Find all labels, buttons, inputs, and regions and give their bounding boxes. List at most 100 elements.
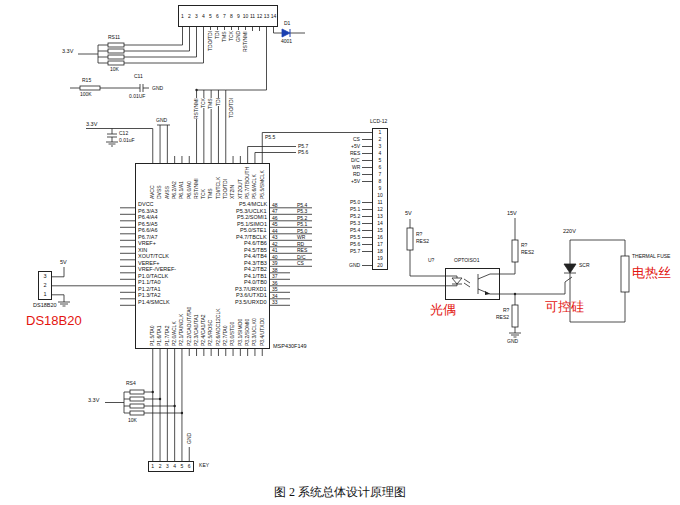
pin-number: 15: [373, 227, 387, 234]
pin-name: P4.1/TB1: [244, 274, 267, 280]
wire-connector: [52, 285, 135, 286]
pin-name: P6.6/A6: [138, 228, 158, 234]
net-label: P5.4: [297, 203, 307, 208]
signal-name: TMS: [208, 98, 213, 109]
mcu-left-pin-stubs: [120, 208, 135, 305]
wire-connector: [262, 133, 372, 164]
pin-name: P5.0/STE1: [240, 228, 267, 234]
ground-label: GND: [507, 339, 518, 344]
part-label: U?: [428, 258, 434, 263]
pin-number: 1: [39, 290, 51, 299]
mcu-bottom-wires: [105, 349, 262, 461]
resistor-symbol: [407, 228, 413, 250]
pin-number: 12: [256, 6, 263, 26]
pin-name: DVSS: [157, 185, 162, 199]
pin-number: 8: [228, 6, 235, 26]
value-label: 0.01UF: [129, 94, 145, 99]
signal-name: TMS: [222, 31, 227, 42]
pin-name: P1.6/TA1: [157, 326, 162, 346]
ground-label: GND: [187, 433, 192, 444]
net-label: WR: [352, 165, 360, 170]
signal-name: TCK: [229, 31, 234, 41]
pin-name: P3.7/URXD1: [235, 287, 267, 293]
resistor-symbol: [130, 411, 144, 415]
pin-name: P3.6/UTXD1: [236, 293, 267, 299]
pin-number: 9: [235, 6, 242, 26]
pin-name: P5.1/SIMO1: [237, 222, 267, 228]
resistor-symbol: [80, 86, 100, 90]
pin-name: P4.4/TB4: [244, 254, 267, 260]
pin-name: P2.3/CA0/TA1: [194, 314, 199, 346]
pin-number: 6: [373, 164, 387, 171]
pin-name: XT2IN: [230, 184, 235, 198]
pin-name: P4.6/TB6: [244, 241, 267, 247]
pin-number: 16: [373, 234, 387, 241]
pin-number: 6: [186, 462, 193, 471]
optocoupler-internals: [445, 274, 500, 294]
pin-name: P2.5/ROSC: [208, 320, 213, 346]
pin-number: 39: [272, 261, 278, 266]
pin-name: P5.4/MCLK: [239, 202, 267, 208]
pin-number: 9: [373, 185, 387, 192]
net-label: D/C: [351, 158, 360, 163]
diode-bar: [290, 29, 291, 37]
wire-connector: [226, 27, 267, 163]
part-label: RS11: [108, 35, 120, 40]
net-label: P5.3: [297, 209, 307, 214]
net-label: WR: [297, 235, 305, 240]
part-label: R15: [82, 78, 91, 83]
pin-number: 4: [200, 6, 207, 26]
pin-number: 10: [242, 6, 249, 26]
emitter-arrow: [485, 291, 490, 295]
pin-name: P6.2/A2: [172, 181, 177, 199]
net-label: P5.5: [350, 235, 360, 240]
net-label: P5.6: [350, 242, 360, 247]
resistor-symbol: [108, 61, 124, 65]
pin-number: 7: [221, 6, 228, 26]
pin-number: 1: [149, 462, 156, 471]
pin-number: 10: [373, 192, 387, 199]
lcd-pin-stubs: [362, 140, 372, 266]
net-label: P5.2: [350, 214, 360, 219]
net-label: P5.1: [350, 207, 360, 212]
pin-number: 20: [373, 262, 387, 269]
pin-name: TDI/TCLK: [216, 176, 221, 198]
part-label: C12: [119, 131, 128, 136]
part-label: RS4: [126, 381, 136, 386]
pin-number: 12: [373, 206, 387, 213]
part-label: R?: [521, 243, 527, 248]
net-label: P5.4: [350, 228, 360, 233]
pin-number: 11: [373, 199, 387, 206]
net-label: RES: [297, 248, 307, 253]
signal-name: RST/NMI: [243, 31, 248, 52]
part-label: C11: [134, 74, 143, 79]
net-label: P5.3: [350, 221, 360, 226]
net-label: CS: [353, 137, 360, 142]
junction-dot: [173, 405, 175, 407]
pin-name: P6.1/A1: [179, 181, 184, 199]
junction-dot: [195, 89, 197, 91]
pin-number: 4: [373, 150, 387, 157]
value-label: RES2: [496, 315, 509, 320]
resistor-symbol: [108, 49, 124, 53]
part-name: DS18B20: [33, 303, 57, 309]
part-label: SCR: [579, 263, 590, 268]
pin-name: P4.3/TB3: [244, 261, 267, 267]
pin-number: 3: [164, 462, 171, 471]
pin-number: 40: [272, 255, 278, 260]
component-name: DS18B20: [26, 314, 82, 327]
pin-number: 41: [272, 248, 278, 253]
pin-name: P4.5/TB5: [244, 248, 267, 254]
ground-label: GND: [156, 118, 167, 123]
pin-name: P5.6/ACLK: [252, 174, 257, 199]
pin-number: 48: [272, 203, 278, 208]
resistor-symbol: [512, 305, 518, 327]
pin-name: RST/NMI: [194, 178, 199, 199]
pin-name: P5.2/SOMI1: [237, 215, 267, 221]
pin-name: P5.3/UCLK1: [236, 209, 267, 215]
lcd-connector: LCD-121234567891011121314151617181920: [372, 128, 388, 270]
resistor-symbol: [130, 404, 144, 408]
net-label: P5.0: [350, 200, 360, 205]
pin-name: P1.2/TA1: [138, 287, 161, 293]
